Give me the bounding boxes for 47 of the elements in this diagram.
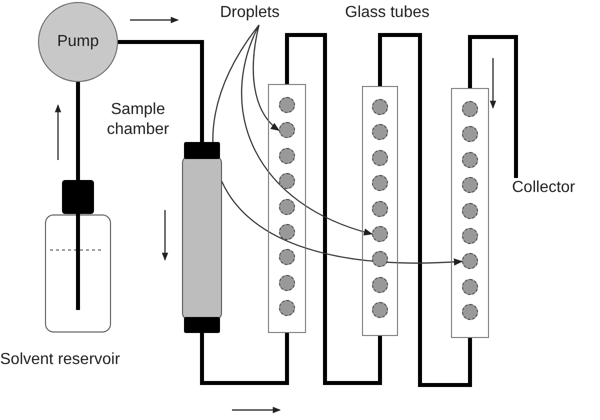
droplet [462,228,478,244]
droplet [372,251,388,268]
droplet [462,202,478,219]
droplet [372,200,388,217]
tubing-line [118,40,204,142]
tubing-line [468,35,518,178]
leader-arrow [241,24,373,236]
droplet [279,173,295,190]
caption-label: Solvent reservoir [0,350,122,370]
droplet [279,122,295,138]
droplet [279,249,295,266]
droplet [372,99,388,115]
droplet [279,300,295,316]
droplet [279,274,295,291]
reservoir-bottle-drawing [45,180,111,333]
caption-label: Sample chamber [106,100,170,140]
droplet [372,276,388,293]
droplet [462,304,478,320]
droplet [462,126,478,142]
droplet [372,226,388,242]
droplet [372,150,388,166]
droplet [279,148,295,164]
glass-tube [268,84,306,333]
droplet [372,124,388,140]
glass-tube [362,86,398,336]
droplet [462,177,478,194]
glass-tube [451,88,489,338]
droplet [462,101,478,117]
droplet [279,224,295,240]
tubing-line [285,33,382,385]
droplet [462,278,478,295]
tubing-line [76,82,80,180]
sample-chamber-drawing [182,142,222,333]
part-label: Glass tubes [345,3,430,23]
tubing-line [200,333,289,385]
leader-arrow [252,24,280,131]
droplet [462,152,478,168]
tubing-line [378,33,472,387]
droplet [372,175,388,192]
part-label: Collector [512,178,598,200]
droplet [462,253,478,270]
leader-arrow [212,24,463,266]
droplet [279,198,295,215]
pump-circle: Pump [38,2,118,82]
droplet [279,97,295,113]
droplet [372,302,388,318]
callout-label: Droplets [220,3,298,25]
